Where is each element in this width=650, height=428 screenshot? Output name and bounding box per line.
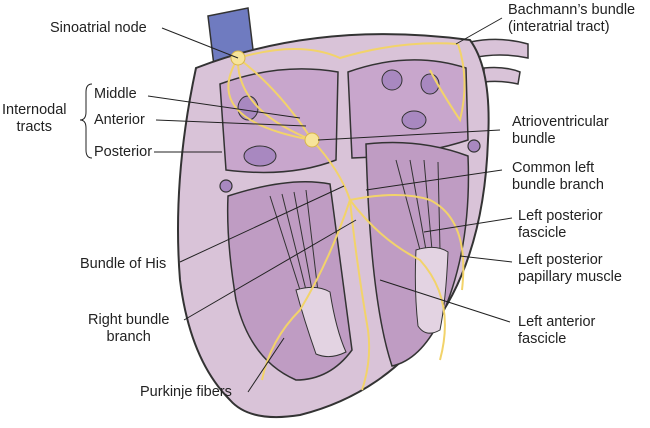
label-sinoatrial-node: Sinoatrial node <box>50 20 147 36</box>
label-bachmanns-line1: Bachmann’s bundle <box>508 2 636 18</box>
atrial-opening-3 <box>381 69 403 91</box>
label-rbb-line1: Right bundle <box>88 312 170 328</box>
label-av-line2: bundle <box>512 131 556 147</box>
atrial-opening-4 <box>420 73 440 95</box>
label-av-line1: Atrioventricular <box>512 114 609 130</box>
label-internodal-line2: tracts <box>16 119 52 135</box>
coronary-ring-right <box>467 139 481 153</box>
label-lpp-line2: papillary muscle <box>518 269 622 285</box>
label-lpf-line2: fascicle <box>518 225 567 241</box>
label-laf-line1: Left anterior <box>518 314 596 330</box>
label-lpp-line1: Left posterior <box>518 252 603 268</box>
label-internodal-line1: Internodal <box>2 102 67 118</box>
label-left-anterior-fascicle: Left anterior fascicle <box>518 314 595 348</box>
label-lpf-line1: Left posterior <box>518 208 603 224</box>
coronary-ring-left <box>219 179 233 193</box>
right-atrium <box>219 68 339 174</box>
label-middle: Middle <box>94 86 137 102</box>
label-purkinje-fibers: Purkinje fibers <box>140 384 232 400</box>
atrial-opening-5 <box>401 110 427 130</box>
chordae-left <box>395 159 441 251</box>
atrial-opening-2 <box>243 145 277 167</box>
label-anterior: Anterior <box>94 112 145 128</box>
label-bundle-of-his: Bundle of His <box>80 256 167 272</box>
label-left-posterior-fascicle: Left posterior fascicle <box>518 208 603 242</box>
av-node <box>304 132 320 148</box>
leader-lines <box>147 17 513 393</box>
left-papillary-muscle <box>414 246 449 334</box>
label-laf-line2: fascicle <box>518 331 567 347</box>
label-common-left-line2: bundle branch <box>512 177 604 193</box>
internodal-bracket <box>79 83 93 159</box>
label-common-left-line1: Common left <box>512 160 595 176</box>
conduction-pathways <box>227 42 466 391</box>
chordae-right <box>269 189 319 293</box>
label-left-posterior-papillary-muscle: Left posterior papillary muscle <box>518 252 622 286</box>
label-atrioventricular-bundle: Atrioventricular bundle <box>512 114 609 148</box>
atrial-opening-1 <box>237 95 259 121</box>
label-rbb-line2: branch <box>106 329 151 345</box>
label-common-left-bundle-branch: Common left bundle branch <box>512 160 604 194</box>
label-right-bundle-branch: Right bundle branch <box>88 312 169 346</box>
label-bachmanns-bundle: Bachmann’s bundle (interatrial tract) <box>508 2 635 36</box>
right-papillary-muscle <box>295 286 347 358</box>
label-posterior: Posterior <box>94 144 153 160</box>
label-internodal-tracts: Internodal tracts <box>2 102 67 136</box>
label-bachmanns-line2: (interatrial tract) <box>508 19 610 35</box>
